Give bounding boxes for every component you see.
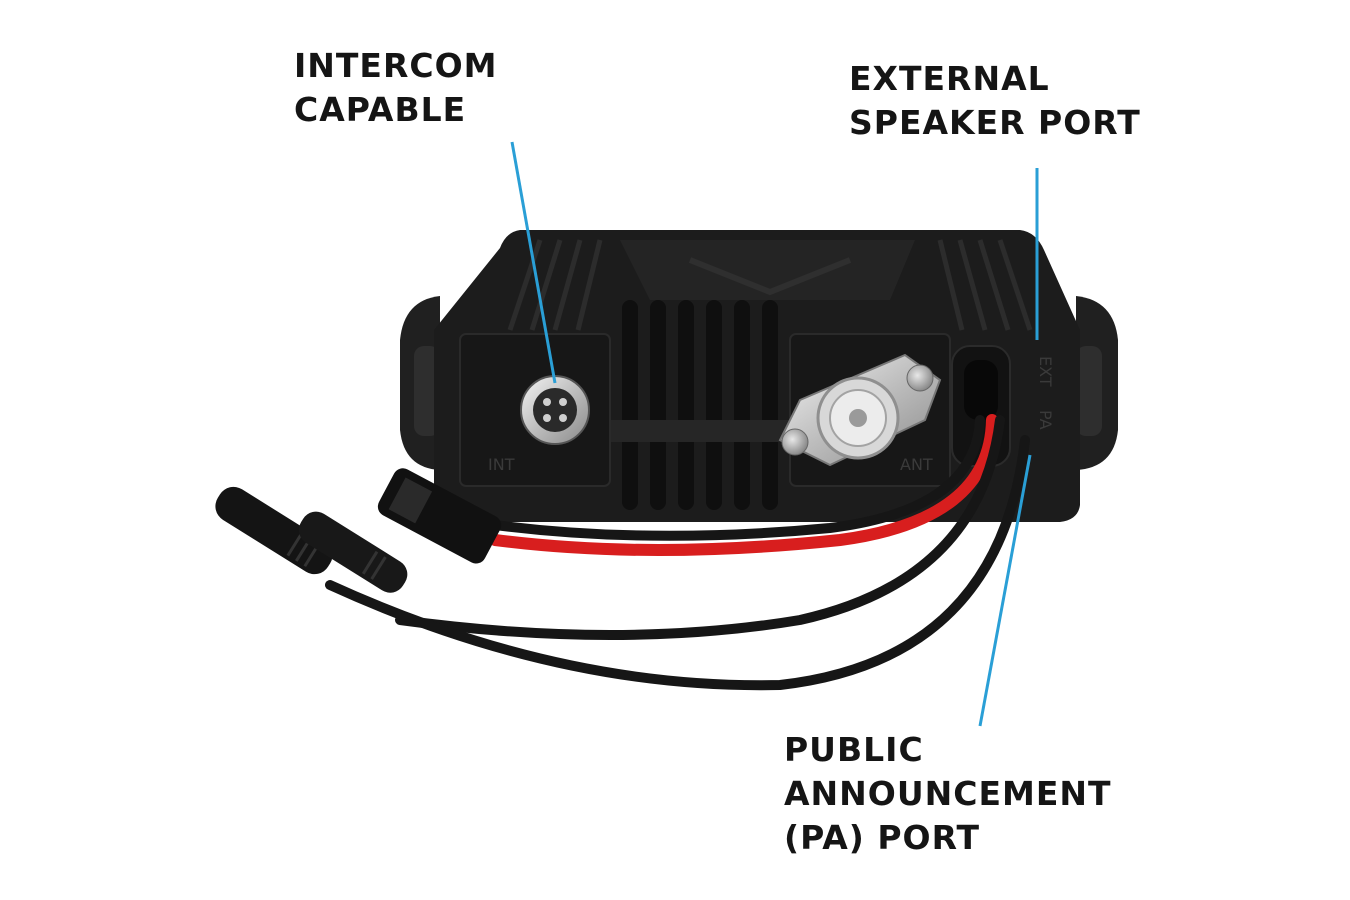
cables: [325, 414, 1030, 691]
pa-callout-line3: (PA) PORT: [784, 818, 981, 857]
external-speaker-callout-line2: SPEAKER PORT: [849, 103, 1141, 142]
heatsink-fins: [507, 239, 1033, 331]
pa-port-label: PA: [1036, 410, 1055, 430]
intercom-callout: INTERCOM CAPABLE: [294, 44, 497, 132]
intercom-callout-line2: CAPABLE: [294, 90, 467, 129]
pa-callout-line2: ANNOUNCEMENT: [784, 774, 1112, 813]
external-speaker-callout: EXTERNAL SPEAKER PORT: [849, 57, 1141, 145]
external-speaker-callout-line1: EXTERNAL: [849, 59, 1050, 98]
radio-housing: [434, 230, 1080, 522]
pa-port-callout: PUBLIC ANNOUNCEMENT (PA) PORT: [784, 728, 1112, 860]
ext-port-label: EXT: [1036, 356, 1055, 387]
antenna-connector: [778, 353, 942, 467]
pa-leader-line: [978, 454, 1032, 727]
cable-plugs: [215, 468, 502, 593]
right-mounting-bracket: [1076, 296, 1118, 470]
intercom-leader-line: [510, 141, 557, 384]
int-port-label: INT: [488, 455, 515, 474]
intercom-callout-line1: INTERCOM: [294, 46, 498, 85]
left-mounting-bracket: [400, 296, 440, 470]
intercom-connector: [520, 375, 590, 445]
ant-port-label: ANT: [900, 455, 933, 474]
pa-callout-line1: PUBLIC: [784, 730, 924, 769]
ext-pa-jack: [951, 345, 1011, 467]
center-vents: [622, 300, 778, 510]
